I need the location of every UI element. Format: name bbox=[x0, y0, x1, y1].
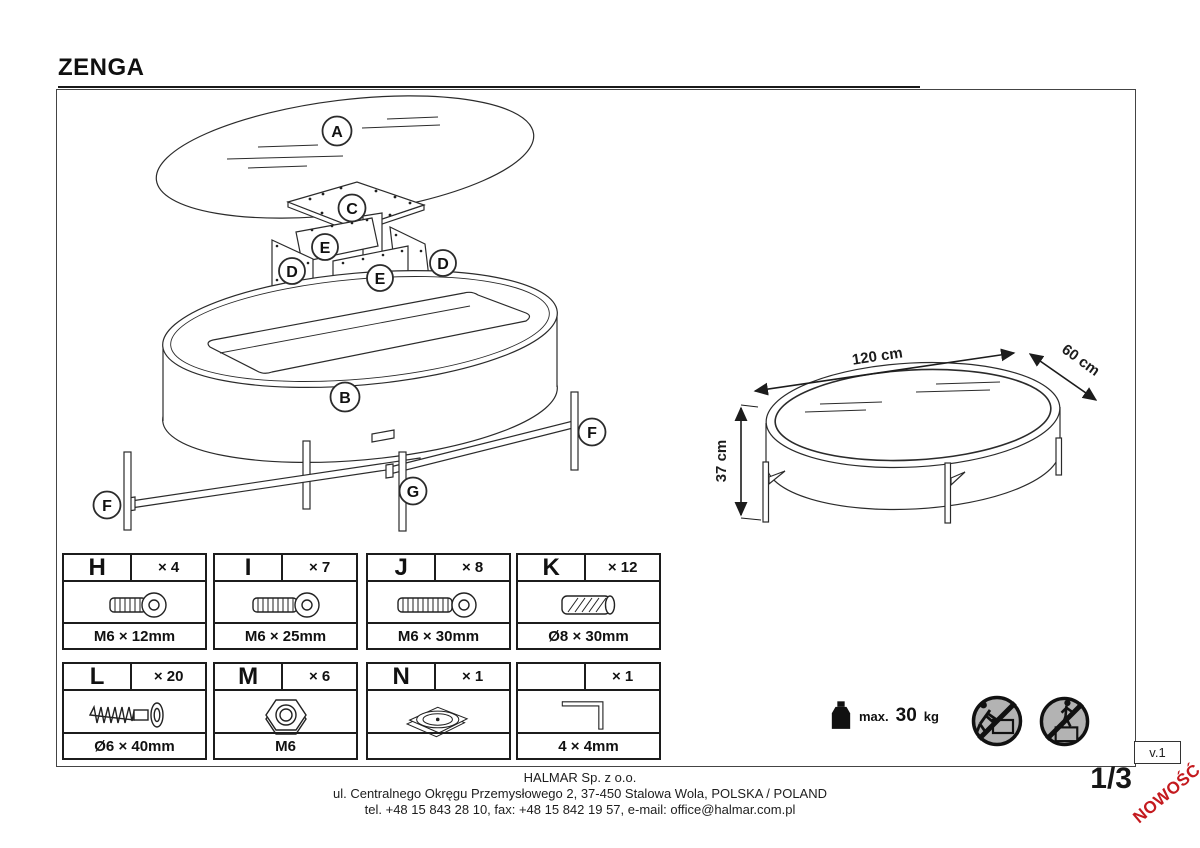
part-cell-m: M × 6 M6 bbox=[213, 662, 358, 760]
label-d-right: D bbox=[437, 256, 449, 273]
footer-address: ul. Centralnego Okręgu Przemysłowego 2, … bbox=[332, 786, 827, 801]
machine-screw-long-icon bbox=[396, 592, 477, 618]
swivel-plate-icon bbox=[405, 706, 468, 737]
max-label: max. bbox=[859, 708, 889, 724]
part-letter: N bbox=[392, 662, 410, 690]
page-title: ZENGA bbox=[58, 54, 145, 81]
part-size: 4 × 4mm bbox=[518, 732, 659, 758]
part-cell-n: N × 1 bbox=[366, 662, 511, 760]
part-size: M6 × 30mm bbox=[368, 622, 509, 648]
weight-icon bbox=[831, 701, 851, 729]
part-letter: I bbox=[244, 553, 252, 581]
part-size: Ø8 × 30mm bbox=[518, 622, 659, 648]
label-b: B bbox=[339, 390, 351, 407]
max-load-unit: kg bbox=[923, 708, 939, 724]
wood-screw-icon bbox=[88, 701, 164, 728]
part-letter: H bbox=[88, 553, 106, 581]
label-e-front: E bbox=[375, 271, 386, 288]
max-load-value: 30 bbox=[895, 705, 917, 726]
part-count: × 12 bbox=[584, 555, 659, 580]
part-cell-i: I × 7 M6 × 25mm bbox=[213, 553, 358, 650]
no-pushing-icon bbox=[971, 695, 1023, 747]
part-count: × 20 bbox=[130, 664, 205, 689]
part-size: M6 × 25mm bbox=[215, 622, 356, 648]
part-count: × 6 bbox=[281, 664, 356, 689]
part-size: Ø6 × 40mm bbox=[64, 732, 205, 758]
footer-company: HALMAR Sp. z o.o. bbox=[523, 770, 637, 785]
label-a: A bbox=[331, 124, 343, 141]
part-cell-k: K × 12 Ø8 × 30mm bbox=[516, 553, 661, 650]
footer-contact: tel. +48 15 843 28 10, fax: +48 15 842 1… bbox=[364, 802, 796, 817]
part-cell-allen-key: × 1 4 × 4mm bbox=[516, 662, 661, 760]
part-cell-j: J × 8 M6 × 30mm bbox=[366, 553, 511, 650]
part-letter: K bbox=[542, 553, 560, 581]
version-stamp: v.1 bbox=[1134, 741, 1181, 764]
label-f-left: F bbox=[102, 498, 112, 515]
hex-nut-icon bbox=[264, 698, 307, 735]
part-cell-l: L × 20 Ø6 × 40mm bbox=[62, 662, 207, 760]
dimension-arrows bbox=[734, 348, 1098, 521]
footer: HALMAR Sp. z o.o. ul. Centralnego Okręgu… bbox=[30, 770, 1130, 818]
label-e-back: E bbox=[320, 240, 331, 257]
part-size: M6 × 12mm bbox=[64, 622, 205, 648]
no-standing-icon bbox=[1039, 696, 1090, 747]
part-size bbox=[368, 732, 509, 758]
page-number: 1/3 bbox=[1090, 762, 1132, 795]
part-b-body bbox=[162, 270, 558, 463]
label-g: G bbox=[407, 484, 419, 501]
part-letter: L bbox=[89, 662, 105, 690]
part-letter: M bbox=[238, 662, 259, 690]
table-drawing bbox=[762, 361, 1063, 524]
new-product-badge: NOWOŚĆ bbox=[1129, 760, 1200, 828]
part-count: × 4 bbox=[130, 555, 205, 580]
machine-screw-medium-icon bbox=[251, 592, 320, 618]
label-f-right: F bbox=[587, 425, 597, 442]
part-size: M6 bbox=[215, 732, 356, 758]
part-letter bbox=[518, 664, 584, 689]
part-cell-h: H × 4 M6 × 12mm bbox=[62, 553, 207, 650]
dimension-height: 37 cm bbox=[713, 440, 730, 483]
part-count: × 1 bbox=[434, 664, 509, 689]
dimensions-diagram: 120 cm 60 cm 37 cm bbox=[713, 341, 1103, 524]
machine-screw-short-icon bbox=[108, 592, 167, 618]
label-c: C bbox=[346, 201, 358, 218]
title-underline bbox=[58, 86, 920, 88]
exploded-assembly-diagram: A C E D E D B F G F bbox=[92, 95, 607, 532]
part-labels bbox=[92, 115, 607, 520]
dimension-depth: 60 cm bbox=[1058, 341, 1102, 380]
part-count: × 8 bbox=[434, 555, 509, 580]
part-a-glass-top bbox=[155, 95, 535, 219]
wooden-dowel-icon bbox=[560, 595, 615, 615]
allen-key-icon bbox=[561, 700, 603, 730]
part-letter: J bbox=[394, 553, 408, 581]
part-count: × 7 bbox=[281, 555, 356, 580]
max-load-badge: max. 30 kg bbox=[830, 700, 939, 732]
label-d-left: D bbox=[286, 264, 298, 281]
part-count: × 1 bbox=[584, 664, 659, 689]
